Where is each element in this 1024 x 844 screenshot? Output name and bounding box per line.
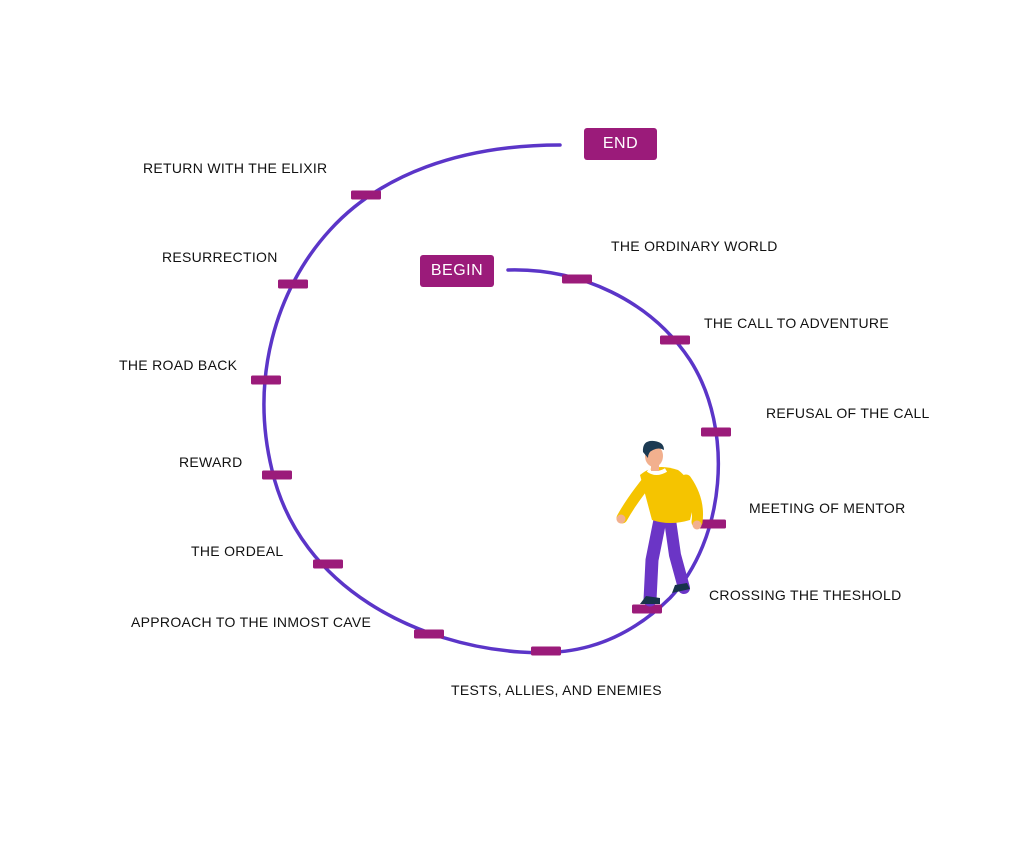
- stage-label-ordinary-world: THE ORDINARY WORLD: [611, 238, 778, 254]
- stage-tick-3: [701, 427, 731, 437]
- stage-label-meeting-of-mentor: MEETING OF MENTOR: [749, 500, 906, 516]
- stage-tick-2: [660, 335, 690, 345]
- stage-label-road-back: THE ROAD BACK: [119, 357, 238, 373]
- stage-label-the-ordeal: THE ORDEAL: [191, 543, 284, 559]
- stage-tick-7: [414, 629, 444, 639]
- stage-tick-11: [278, 279, 308, 289]
- begin-badge: BEGIN: [420, 255, 494, 287]
- stage-label-refusal-of-call: REFUSAL OF THE CALL: [766, 405, 930, 421]
- stage-label-tests-allies-enemies: TESTS, ALLIES, AND ENEMIES: [451, 682, 662, 698]
- stage-label-resurrection: RESURRECTION: [162, 249, 278, 265]
- journey-spiral-path: [262, 143, 721, 655]
- stage-tick-8: [313, 559, 343, 569]
- stage-label-return-with-elixir: RETURN WITH THE ELIXIR: [143, 160, 328, 176]
- stage-tick-5: [632, 604, 662, 614]
- stage-tick-4: [696, 519, 726, 529]
- walking-man-icon: [616, 440, 703, 607]
- stage-tick-12: [351, 190, 381, 200]
- stage-label-crossing-threshold: CROSSING THE THESHOLD: [709, 587, 902, 603]
- stage-label-reward: REWARD: [179, 454, 243, 470]
- stage-ticks: [251, 190, 731, 656]
- stage-tick-9: [262, 470, 292, 480]
- end-badge: END: [584, 128, 657, 160]
- stage-label-approach-inmost-cave: APPROACH TO THE INMOST CAVE: [131, 614, 372, 630]
- stage-label-call-to-adventure: THE CALL TO ADVENTURE: [704, 315, 889, 331]
- stage-tick-10: [251, 375, 281, 385]
- stage-tick-1: [562, 274, 592, 284]
- stage-tick-6: [531, 646, 561, 656]
